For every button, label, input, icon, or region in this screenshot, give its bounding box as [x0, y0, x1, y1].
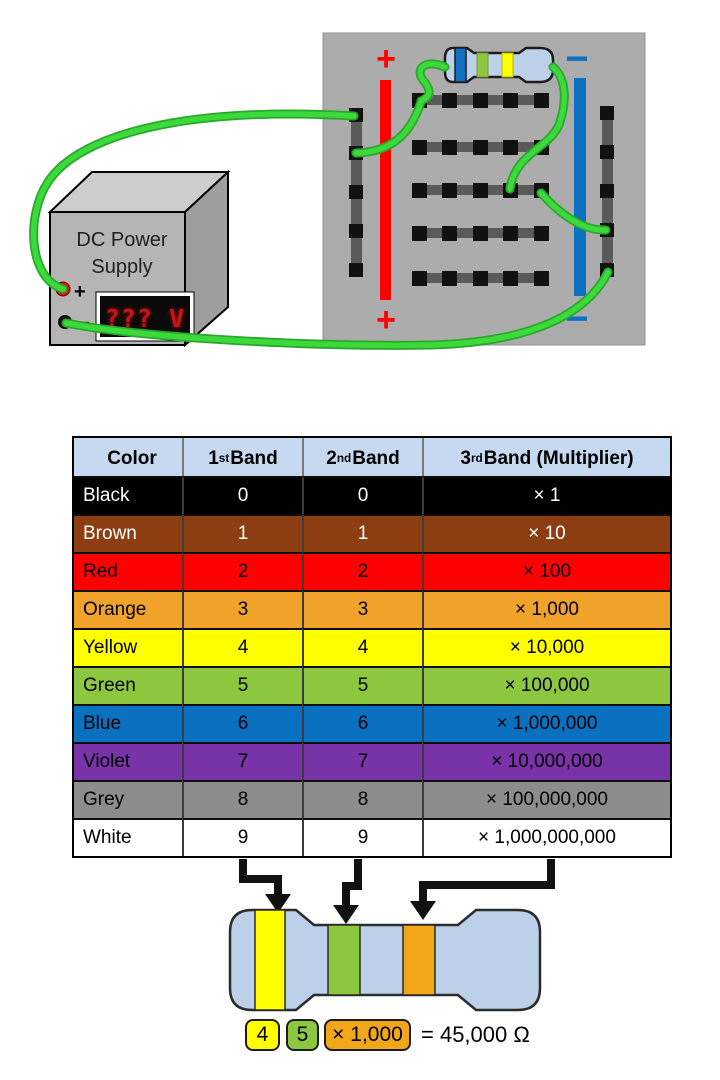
wire-leftcol-to-row1 — [353, 99, 424, 156]
wire-resistor-left-lead — [417, 61, 448, 104]
row-color-name: Orange — [74, 590, 182, 628]
psu-side-face — [184, 169, 229, 348]
row-multiplier-value: × 100,000 — [422, 666, 670, 704]
row-band1-value: 1 — [182, 514, 302, 552]
row-multiplier-value: × 100 — [422, 552, 670, 590]
breadboard: + + − − — [322, 32, 646, 346]
row-band1-value: 5 — [182, 666, 302, 704]
rail-minus-label-bottom: − — [565, 297, 588, 341]
band-yellow — [501, 52, 514, 78]
row-band2-value: 3 — [302, 590, 422, 628]
psu-minus-label: − — [76, 310, 90, 337]
right-terminal-strip — [600, 106, 614, 277]
pointer-arrows — [239, 859, 555, 907]
row-color-name: Black — [74, 476, 182, 514]
row-band2-value: 0 — [302, 476, 422, 514]
row-band2-value: 9 — [302, 818, 422, 856]
psu-front-face — [49, 211, 186, 346]
row-band1-value: 6 — [182, 704, 302, 742]
voltage-readout: ??? V — [105, 304, 185, 333]
third-band-orange — [402, 924, 436, 996]
band-blue — [454, 47, 467, 83]
terminal-rows — [412, 93, 549, 286]
row-multiplier-value: × 10,000 — [422, 628, 670, 666]
row-band2-value: 7 — [302, 742, 422, 780]
left-terminal-strip — [349, 108, 363, 277]
wire-resistor-right-lead — [507, 64, 568, 192]
row-multiplier-value: × 1,000,000,000 — [422, 818, 670, 856]
psu-top-face — [47, 171, 231, 213]
psu-plus-label: + — [74, 281, 86, 303]
psu-label-line1: DC Power — [76, 229, 167, 251]
row-color-name: Brown — [74, 514, 182, 552]
header-color: Color — [74, 438, 182, 480]
row-multiplier-value: × 100,000,000 — [422, 780, 670, 818]
rail-plus-label-top: + — [376, 40, 396, 78]
wire-row3-to-rightcol — [538, 190, 609, 233]
row-band1-value: 3 — [182, 590, 302, 628]
row-color-name: Green — [74, 666, 182, 704]
example-digit1-chip: 4 — [245, 1019, 280, 1051]
row-band2-value: 6 — [302, 704, 422, 742]
first-band-yellow — [254, 909, 286, 1011]
negative-rail — [574, 78, 586, 296]
band-green — [476, 52, 489, 78]
circuit-diagram: + + − − — [29, 32, 646, 350]
wire-psu-plus-to-board — [30, 111, 357, 292]
rail-minus-label-top: − — [565, 37, 588, 81]
row-band1-value: 4 — [182, 628, 302, 666]
row-band2-value: 8 — [302, 780, 422, 818]
positive-terminal — [55, 281, 71, 297]
row-band1-value: 7 — [182, 742, 302, 780]
row-band1-value: 8 — [182, 780, 302, 818]
arrow-band3 — [419, 859, 555, 903]
row-band1-value: 9 — [182, 818, 302, 856]
row-color-name: White — [74, 818, 182, 856]
example-multiplier-chip: × 1,000 — [324, 1019, 411, 1051]
voltage-display: ??? V — [95, 291, 195, 342]
row-color-name: Red — [74, 552, 182, 590]
example-resistor — [228, 908, 542, 1012]
resistor-body — [228, 908, 542, 1012]
row-color-name: Grey — [74, 780, 182, 818]
example-result: = 45,000 Ω — [421, 1022, 530, 1047]
row-multiplier-value: × 10,000,000 — [422, 742, 670, 780]
row-band1-value: 0 — [182, 476, 302, 514]
rail-plus-label-bottom: + — [376, 301, 396, 339]
row-color-name: Yellow — [74, 628, 182, 666]
row-color-name: Violet — [74, 742, 182, 780]
row-band2-value: 4 — [302, 628, 422, 666]
example-digit2-chip: 5 — [286, 1019, 319, 1051]
row-band1-value: 2 — [182, 552, 302, 590]
wires — [29, 59, 613, 350]
row-band2-value: 2 — [302, 552, 422, 590]
breadboard-body — [322, 32, 646, 346]
dc-power-supply: DC Power Supply + − ??? V — [47, 169, 231, 348]
row-color-name: Blue — [74, 704, 182, 742]
breadboard-resistor — [443, 46, 555, 84]
row-multiplier-value: × 10 — [422, 514, 670, 552]
arrow-band2 — [342, 859, 362, 907]
row-multiplier-value: × 1 — [422, 476, 670, 514]
arrow-heads — [265, 894, 436, 924]
psu-label-line2: Supply — [91, 256, 152, 278]
positive-rail — [380, 80, 391, 300]
row-band2-value: 5 — [302, 666, 422, 704]
wire-psu-minus-to-board — [63, 269, 611, 349]
second-band-green — [327, 924, 361, 996]
negative-terminal — [58, 315, 72, 329]
arrow-band1 — [239, 859, 282, 896]
row-band2-value: 1 — [302, 514, 422, 552]
row-multiplier-value: × 1,000 — [422, 590, 670, 628]
row-multiplier-value: × 1,000,000 — [422, 704, 670, 742]
